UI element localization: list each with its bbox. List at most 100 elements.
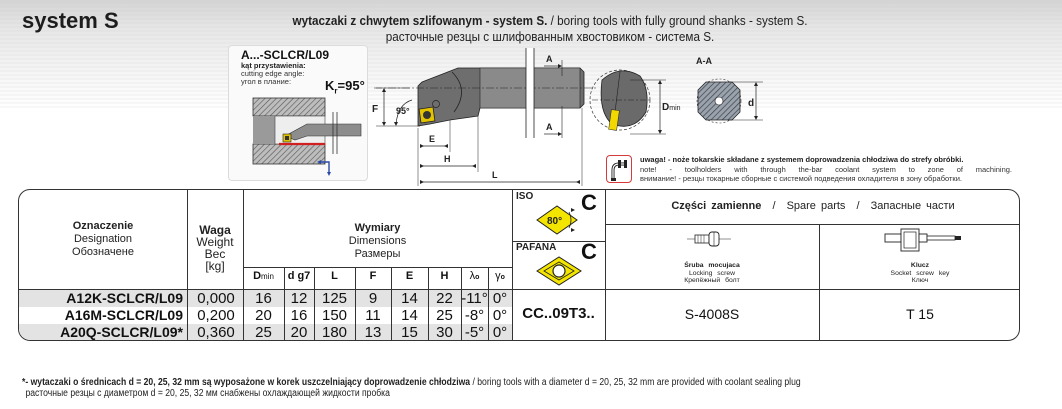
lambda-cell: -5° — [464, 324, 485, 341]
divider — [605, 289, 1019, 290]
dimensions-header: Wymiary Dimensions Размеры — [243, 222, 512, 261]
locking-screw-label: Śruba mocujaca Locking screw Крепёжный б… — [605, 262, 819, 285]
divider — [391, 267, 392, 340]
H-cell: 22 — [436, 290, 453, 307]
locking-screw-icon — [687, 231, 731, 247]
kr-symbol: K — [325, 78, 335, 93]
divider — [461, 267, 462, 340]
divider — [314, 267, 315, 340]
E-cell: 15 — [401, 324, 418, 341]
bore-machining-illustration — [252, 97, 362, 176]
designation-cell: A16M-SCLCR/L09 — [64, 307, 183, 323]
tool-side-view-drawing: F 95° E H L A A — [372, 48, 596, 186]
footnote-pl: *- wytaczaki o średnicach d = 20, 25, 32… — [22, 377, 471, 388]
coolant-note: uwaga! - noże tokarskie składane z syste… — [640, 155, 1012, 184]
tool-end-view-drawing: Dmin A-A d — [589, 56, 763, 135]
dimensions-header-pl: Wymiary — [354, 222, 401, 234]
dmin-cell: 25 — [255, 324, 272, 341]
weight-header-unit: [kg] — [205, 259, 225, 273]
weight-header: Waga Weight Вес [kg] — [187, 224, 243, 272]
divider — [512, 190, 513, 340]
footnote-line-1: *- wytaczaki o średnicach d = 20, 25, 32… — [22, 377, 801, 388]
footnote-ru: расточные резцы с диаметром d = 20, 25, … — [25, 388, 390, 399]
dmin-cell: 16 — [255, 290, 272, 307]
socket-key-label-ru: Ключ — [911, 277, 929, 284]
iso-80-degree-insert-icon: 80° — [536, 205, 578, 235]
dimensions-header-ru: Размеры — [354, 248, 401, 260]
divider — [605, 224, 1019, 225]
subtitle-separator: / — [547, 13, 558, 28]
label-section-A-top: A — [546, 54, 553, 64]
F-cell: 13 — [364, 324, 382, 341]
column-header-dmin: Dmin — [243, 268, 284, 285]
spare-parts-separator: / — [772, 200, 776, 212]
divider — [512, 241, 605, 242]
label-Dmin-sub: min — [669, 105, 680, 112]
divider — [355, 267, 356, 340]
locking-screw-value: S-4008S — [684, 306, 740, 322]
pafana-label: PAFANA — [516, 242, 557, 253]
subtitle-line-1: wytaczaki z chwytem szlifowanym - system… — [235, 13, 865, 29]
spare-parts-header: Części zamienne / Spare parts / Запасные… — [605, 200, 1019, 212]
designation-header-en: Designation — [73, 233, 133, 245]
divider — [19, 289, 605, 290]
designation-header-pl: Oznaczenie — [72, 220, 134, 232]
gamma-cell: 0° — [492, 290, 508, 307]
socket-key-label: Klucz Socket screw key Ключ — [819, 262, 1019, 285]
label-L: L — [492, 170, 498, 180]
column-header-dmin-sub: min — [261, 272, 274, 281]
page-title: system S — [22, 8, 119, 33]
subtitle-pl: wytaczaki z chwytem szlifowanym - system… — [292, 13, 548, 28]
spare-parts-title-pl: Części zamienne — [671, 200, 762, 212]
tool-specification-table: Oznaczenie Designation Обозначене Waga W… — [18, 189, 1020, 341]
label-Dmin: Dmin — [662, 102, 681, 113]
d-cell: 12 — [290, 290, 308, 307]
E-cell: 14 — [401, 307, 418, 324]
label-angle-95: 95° — [396, 106, 410, 116]
weight-cell: 0,200 — [197, 307, 235, 324]
label-F: F — [372, 104, 378, 115]
angle-label-pl: kąt przystawienia: — [241, 61, 306, 70]
locking-screw-label-ru: Крепёжный болт — [684, 277, 740, 284]
L-cell: 150 — [321, 307, 348, 324]
label-Dmin-D: D — [662, 102, 669, 113]
locking-screw-label-en: Locking screw — [688, 269, 736, 277]
kr-value: Kr=95° — [325, 78, 365, 96]
label-H: H — [444, 154, 451, 164]
row-1-background — [19, 290, 512, 307]
F-cell: 11 — [365, 307, 381, 324]
gamma-cell: 0° — [492, 324, 508, 341]
weight-header-pl: Waga — [199, 223, 231, 237]
gamma-cell: 0° — [492, 307, 508, 324]
column-header-gamma-main: γ — [495, 270, 501, 282]
label-d: d — [748, 98, 754, 109]
socket-key-label-pl: Klucz — [910, 262, 930, 269]
divider — [284, 267, 285, 340]
dmin-cell: 20 — [255, 307, 272, 324]
iso-angle: 80° — [547, 216, 562, 227]
divider — [605, 190, 606, 340]
column-header-gamma-sub: o — [500, 274, 505, 281]
cutting-angle-box: A...-SCLCR/L09 kąt przystawienia: cuttin… — [228, 45, 368, 181]
lambda-cell: -11° — [461, 290, 488, 307]
weight-cell: 0,360 — [197, 324, 235, 341]
angle-label-ru: угол в плание: — [241, 77, 292, 86]
designation-header: Oznaczenie Designation Обозначене — [19, 220, 187, 259]
column-header-lambda-sub: o — [475, 274, 480, 281]
d-cell: 16 — [290, 307, 308, 324]
label-E: E — [429, 134, 435, 144]
column-header-H: H — [440, 270, 449, 282]
angle-label-en: cutting edge angle: — [241, 69, 305, 78]
socket-key-value: T 15 — [906, 306, 934, 322]
note-pl: uwaga! - noże tokarskie składane z syste… — [640, 155, 964, 164]
designation-cell: A20Q-SCLCR/L09* — [60, 324, 183, 340]
locking-screw-label-pl: Śruba mocujaca — [684, 262, 740, 269]
row-3-background — [19, 324, 512, 340]
divider — [488, 267, 489, 340]
spare-parts-title-en: Spare parts — [786, 200, 846, 212]
footnote: *- wytaczaki o średnicach d = 20, 25, 32… — [22, 377, 801, 399]
socket-key-icon — [884, 228, 961, 252]
column-header-lambda-main: λ — [469, 270, 476, 282]
F-cell: 9 — [368, 290, 378, 307]
column-header-L: L — [331, 270, 338, 282]
